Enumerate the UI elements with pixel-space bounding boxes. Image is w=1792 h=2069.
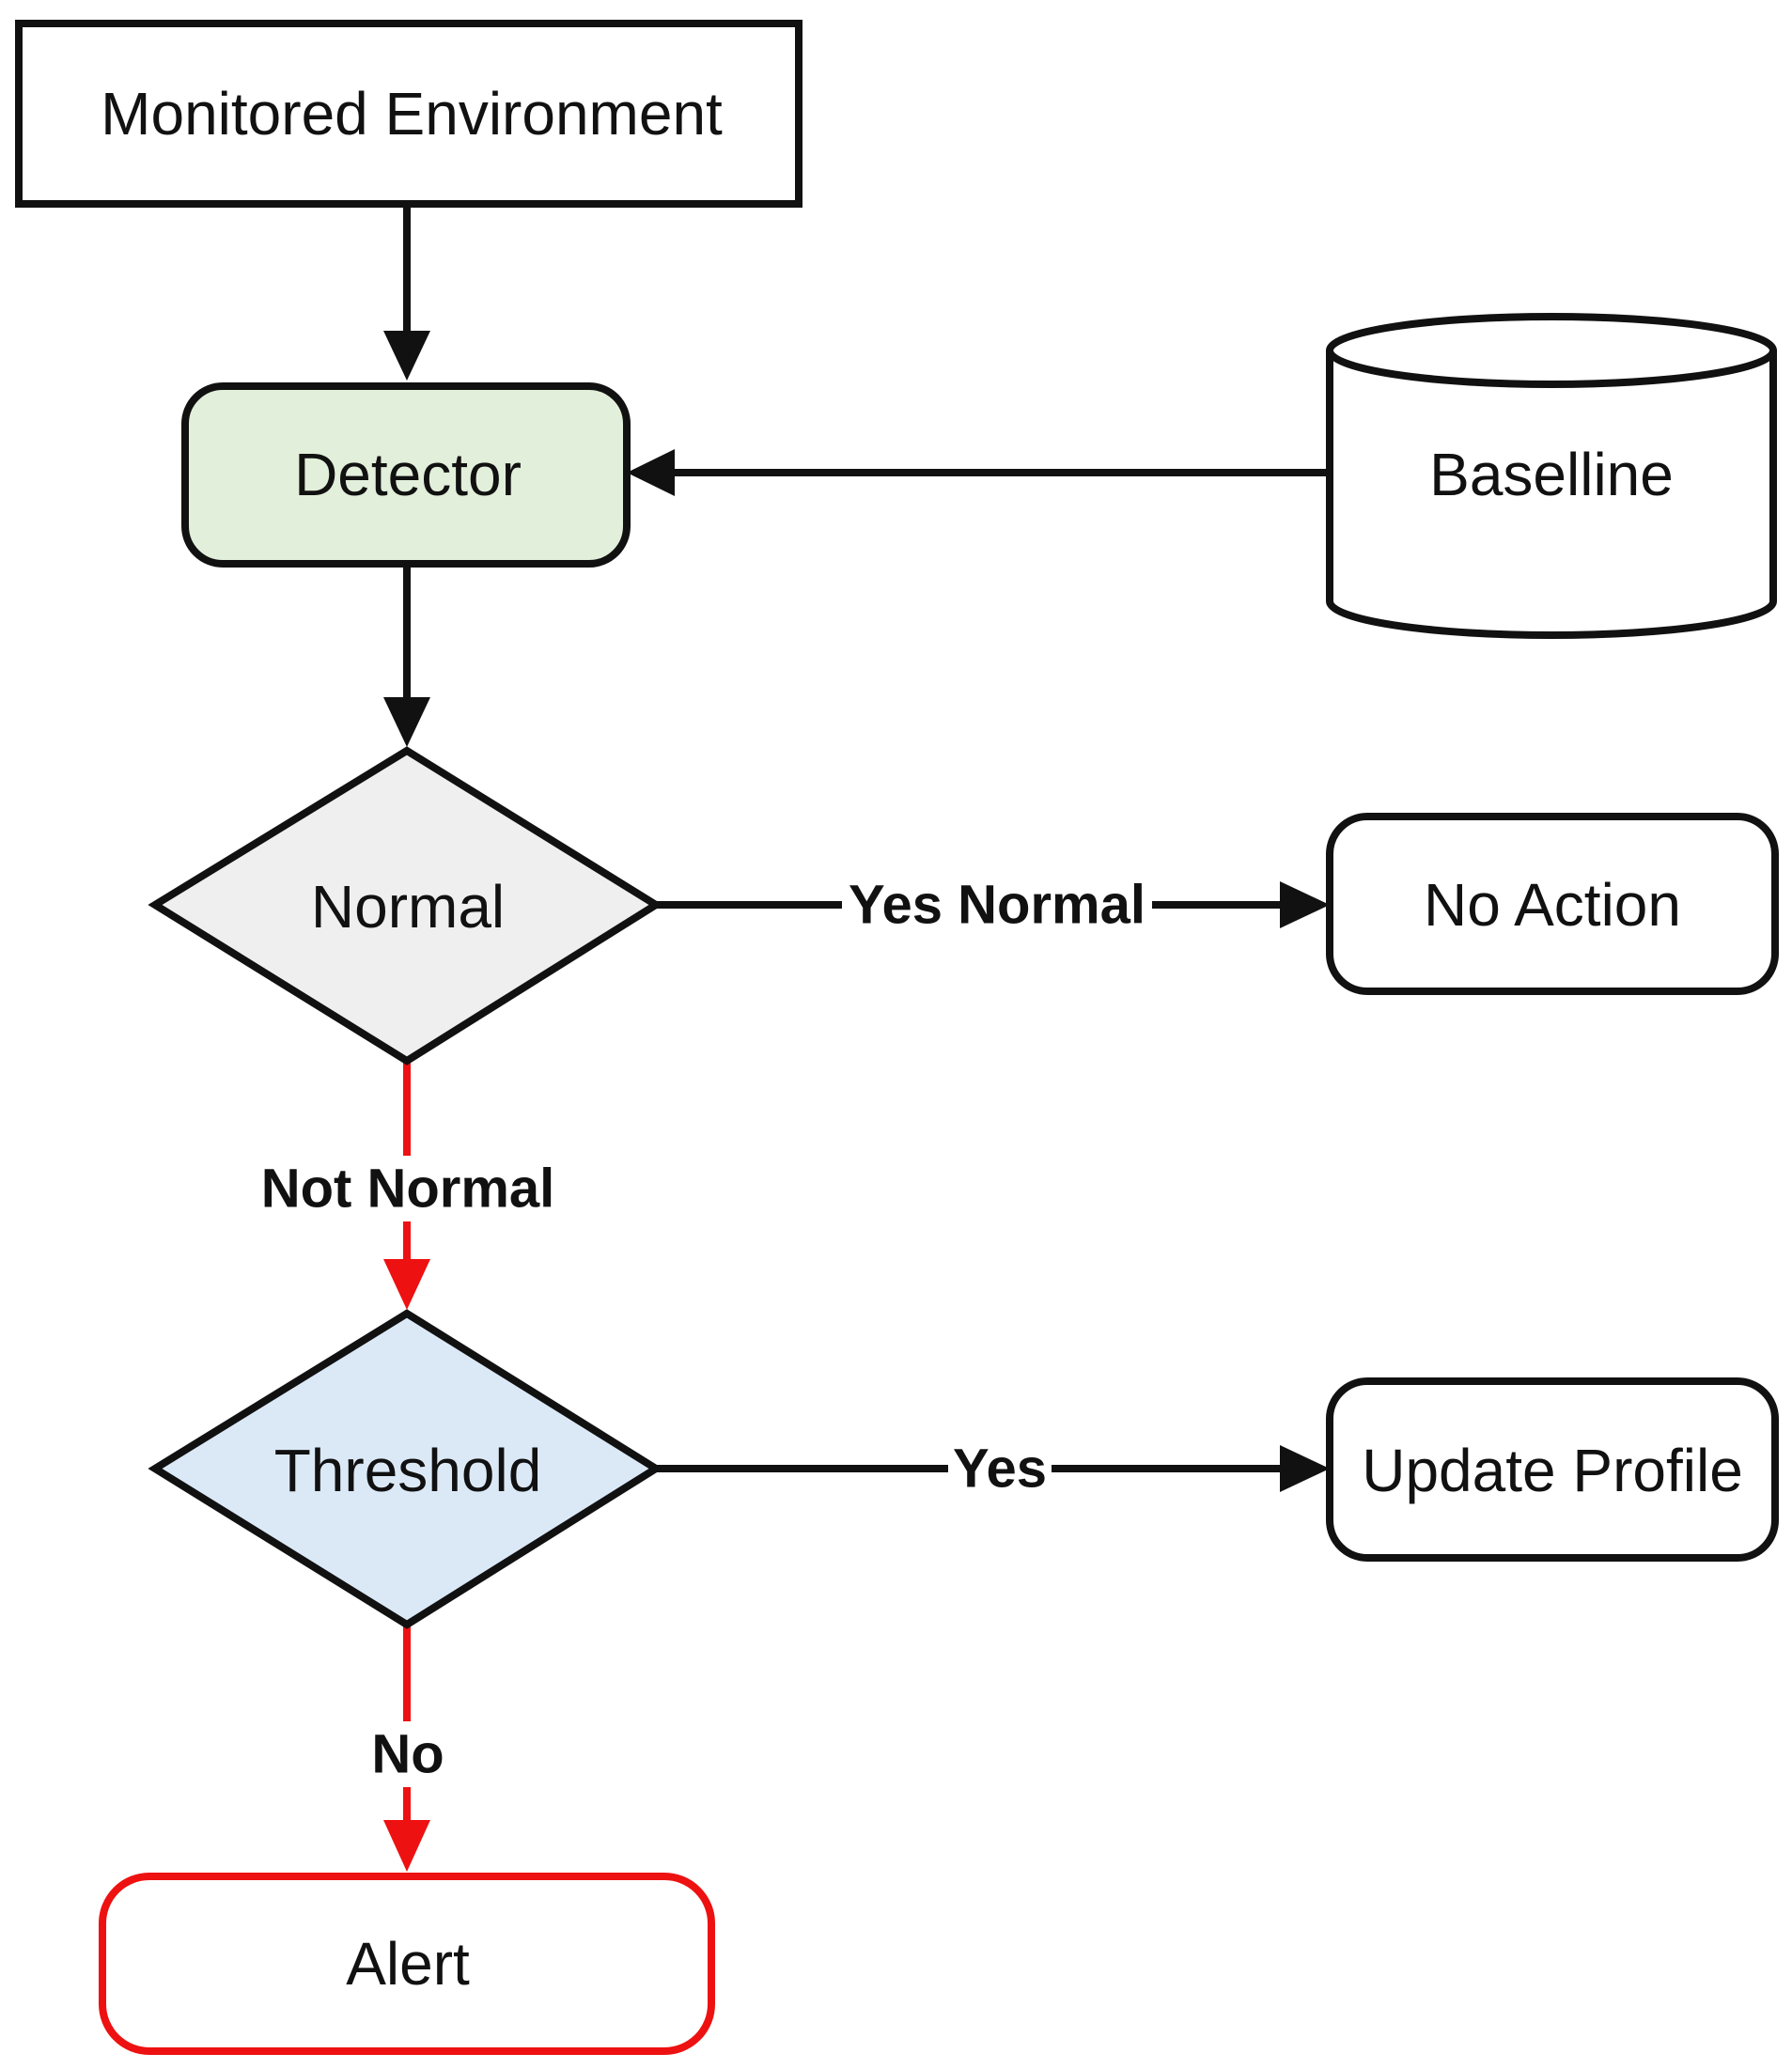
- edge-label-no: No: [371, 1724, 444, 1785]
- edge-detector-to-normal: [383, 564, 430, 747]
- edge-monitored-to-detector: [383, 204, 430, 381]
- edge-label-yes-normal: Yes Normal: [849, 875, 1145, 936]
- node-label-update-profile: Update Profile: [1362, 1437, 1743, 1504]
- node-label-baseline: Baselline: [1429, 441, 1674, 508]
- node-baseline: Baselline: [1326, 313, 1777, 639]
- node-monitored-environment: Monitored Environment: [15, 20, 803, 208]
- node-label-threshold: Threshold: [274, 1437, 542, 1504]
- node-label-no-action: No Action: [1424, 871, 1681, 939]
- node-label-alert: Alert: [346, 1930, 470, 1998]
- node-threshold: Threshold: [148, 1309, 663, 1629]
- node-no-action: No Action: [1326, 813, 1779, 995]
- edge-label-not-normal: Not Normal: [261, 1159, 555, 1220]
- edge-threshold-to-alert: No: [365, 1625, 451, 1872]
- node-normal: Normal: [148, 746, 663, 1066]
- node-label-normal: Normal: [311, 873, 505, 941]
- edge-label-yes: Yes: [953, 1439, 1047, 1500]
- edge-normal-to-threshold: Not Normal: [246, 1061, 569, 1310]
- node-detector: Detector: [181, 382, 631, 568]
- node-alert: Alert: [99, 1873, 715, 2055]
- node-label-monitored-environment: Monitored Environment: [101, 80, 723, 148]
- edge-baseline-to-detector: [627, 449, 1330, 496]
- edge-threshold-to-update-profile: Yes: [656, 1436, 1330, 1501]
- node-label-detector: Detector: [294, 441, 522, 508]
- node-update-profile: Update Profile: [1326, 1377, 1779, 1562]
- edge-normal-to-no-action: Yes Normal: [656, 872, 1330, 938]
